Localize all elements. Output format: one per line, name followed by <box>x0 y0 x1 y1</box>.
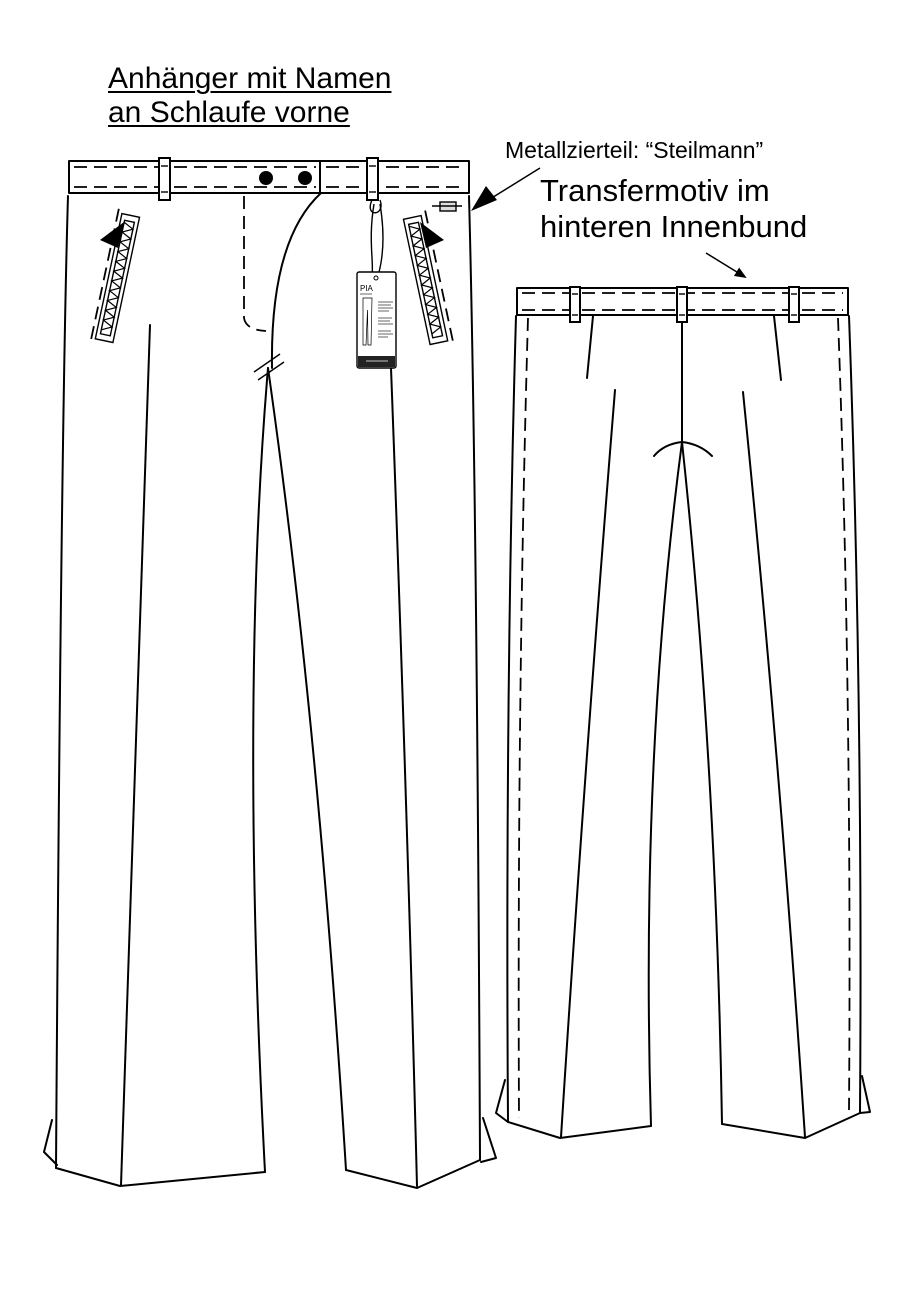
front-belt-loop <box>366 157 379 201</box>
back-right-inseam <box>681 441 723 1125</box>
hang-tag-trouser-icon <box>362 297 373 346</box>
transfer-motif-arrow <box>705 252 747 279</box>
back-left-side-topstitch <box>517 317 529 1119</box>
transfer-motif-annotation-line-2: hinteren Innenbund <box>540 209 808 244</box>
hang-tag-annotation-line-2: an Schlaufe vorne <box>108 96 350 129</box>
waistband-button <box>259 171 273 185</box>
front-right-crease <box>388 314 418 1187</box>
back-crotch-curve <box>653 441 713 457</box>
transfer-motif-annotation: Transfermotiv im hinteren Innenbund <box>540 173 807 245</box>
front-view-trousers: PIA <box>43 157 497 1189</box>
zip-puller-icon <box>100 222 124 248</box>
hang-tag-annotation: Anhänger mit Namen an Schlaufe vorne <box>108 62 391 130</box>
hang-tag-annotation-line-1: Anhänger mit Namen <box>108 62 392 95</box>
front-right-outseam <box>468 195 481 1161</box>
back-right-dart <box>773 315 782 381</box>
fly-topstitch <box>243 196 267 332</box>
front-left-hem-slit <box>43 1119 58 1166</box>
back-right-outseam <box>848 315 862 1114</box>
back-belt-loop <box>788 286 800 323</box>
hang-tag-string <box>377 203 384 277</box>
back-belt-loop <box>569 286 581 323</box>
front-left-hem <box>55 1167 266 1187</box>
back-view-trousers <box>495 286 871 1139</box>
front-right-hem <box>345 1159 481 1189</box>
bartack-mark <box>253 353 281 373</box>
callout-arrows <box>471 167 747 279</box>
transfer-motif-annotation-line-1: Transfermotiv im <box>540 173 770 208</box>
back-belt-loop <box>676 286 688 323</box>
hang-tag-brand: PIA <box>360 284 374 293</box>
back-right-crease <box>742 391 806 1138</box>
hang-tag: PIA <box>356 271 397 369</box>
front-left-outseam <box>55 195 69 1169</box>
hang-tag-string <box>369 199 382 277</box>
front-belt-loop <box>158 157 171 201</box>
front-left-crease <box>120 324 151 1186</box>
back-left-crease <box>560 389 616 1138</box>
back-left-inseam <box>647 441 683 1127</box>
front-waistband <box>68 160 470 194</box>
metal-trim-annotation: Metallzierteil: “Steilmann” <box>505 137 764 163</box>
back-left-dart <box>586 315 594 379</box>
back-right-hem <box>721 1112 861 1139</box>
arrow-head-icon <box>471 186 497 211</box>
back-right-side-topstitch <box>837 317 851 1111</box>
front-right-inseam <box>267 367 347 1171</box>
waistband-button <box>298 171 312 185</box>
back-left-hem-slit <box>495 1079 509 1123</box>
front-left-inseam <box>252 367 269 1173</box>
front-fly-curve <box>270 192 322 369</box>
back-right-hem-slit <box>859 1075 871 1114</box>
back-left-hem <box>507 1121 652 1139</box>
front-right-hem-slit <box>480 1117 497 1163</box>
metal-trim-plate <box>432 201 462 212</box>
bartack-mark <box>257 361 285 381</box>
zip-puller-icon <box>420 222 444 248</box>
back-left-outseam <box>506 315 517 1123</box>
